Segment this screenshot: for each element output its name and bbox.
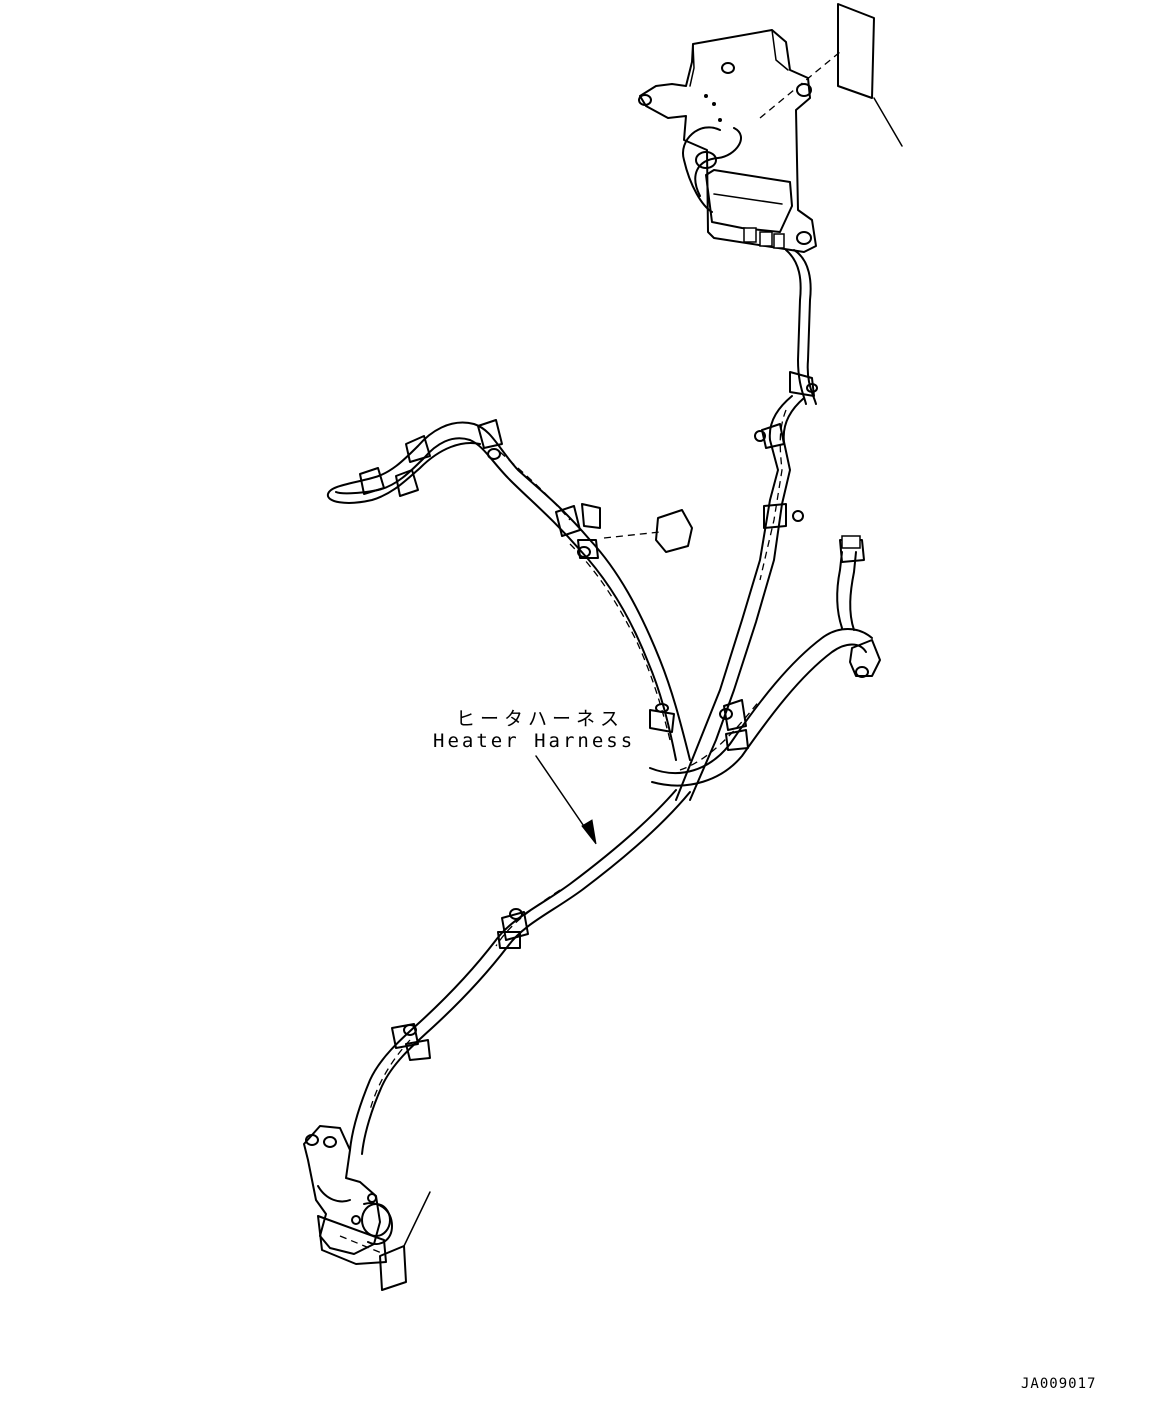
harness-right-branch [649,535,881,787]
top-bracket [638,29,841,253]
harness-upper-run [675,249,818,801]
top-label-plate [837,3,903,147]
bottom-label-plate [379,1191,431,1291]
document-id: JA009017 [1021,1376,1097,1392]
bottom-bracket [303,1125,393,1265]
callout-label-jp: ヒータハーネス [456,708,625,730]
harness-lower-run [349,789,691,1155]
callout-label-en: Heater Harness [433,730,636,752]
callout-arrow [535,755,597,845]
harness-left-loop [326,419,693,761]
